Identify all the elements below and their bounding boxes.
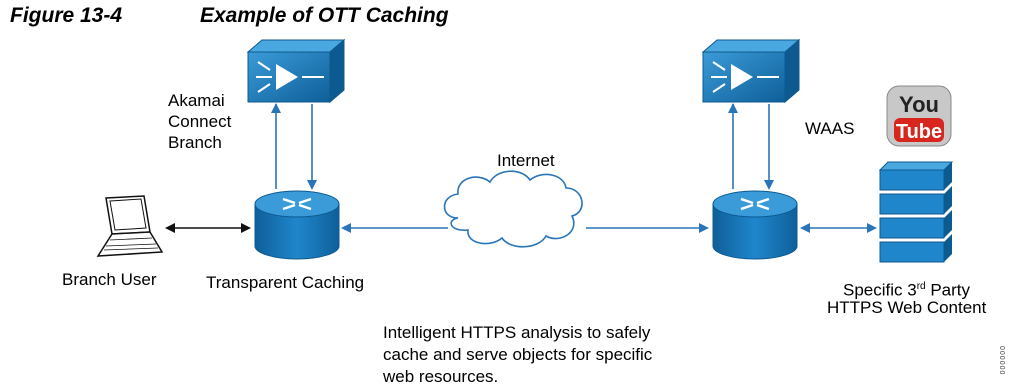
user-connection (165, 223, 251, 233)
transparent-caching-label: Transparent Caching (206, 273, 365, 292)
waas-appliance-icon (701, 38, 801, 104)
internet-cloud-icon (443, 170, 583, 248)
specific-post: Party (925, 280, 971, 300)
akamai-label-line2: Connect (168, 112, 232, 131)
youtube-tube-text: Tube (896, 121, 942, 143)
internet-label: Internet (497, 151, 555, 170)
figure-heading: Figure 13-4 Example of OTT Caching (10, 4, 449, 28)
branch-user-label: Branch User (62, 270, 157, 289)
specific-content-label-line2: HTTPS Web Content (827, 298, 987, 317)
caption-text: Intelligent HTTPS analysis to safely cac… (383, 323, 653, 386)
akamai-connect-branch-label: Akamai Connect Branch (168, 90, 231, 153)
figure-title: Example of OTT Caching (200, 4, 449, 27)
specific-sup: rd (916, 281, 926, 292)
specific-content-label-line1: Specific 3rd Party (843, 276, 970, 301)
connections (271, 103, 877, 233)
datacenter-router-icon (712, 190, 798, 260)
youtube-you-text: You (899, 92, 939, 117)
akamai-waas-appliance-icon (246, 38, 346, 104)
akamai-label-line3: Branch (168, 133, 222, 152)
specific-pre: Specific 3 (843, 280, 917, 300)
akamai-label-line1: Akamai (168, 91, 225, 110)
figure-side-id: 000000 (1000, 345, 1007, 375)
web-server-stack-icon (878, 161, 954, 263)
youtube-logo-icon: You Tube (886, 85, 952, 147)
figure-number: Figure 13-4 (10, 4, 123, 27)
laptop-icon (96, 195, 164, 257)
waas-label: WAAS (805, 119, 855, 138)
branch-router-icon (254, 190, 340, 260)
